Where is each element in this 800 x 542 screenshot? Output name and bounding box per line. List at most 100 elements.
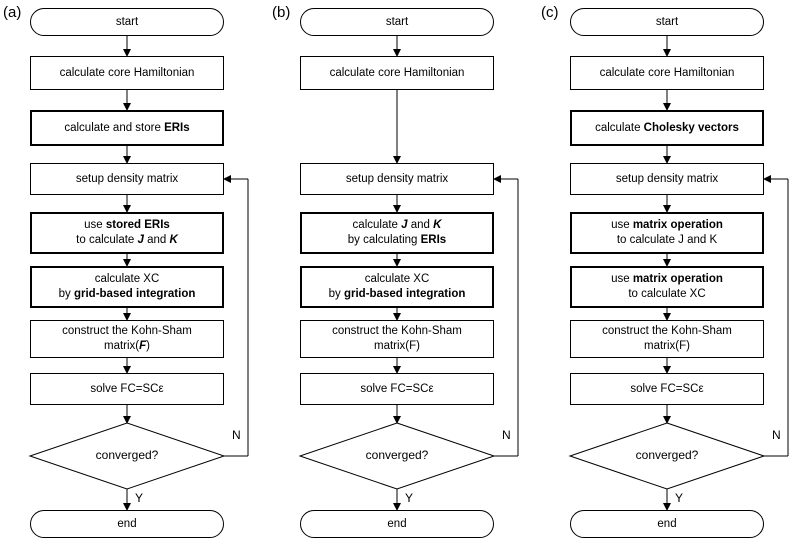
step-text-line: to calculate J and K: [617, 233, 717, 248]
process-step: setup density matrix: [30, 163, 224, 195]
step-text-segment: use: [611, 219, 633, 231]
step-text-line: calculate core Hamiltonian: [600, 66, 735, 81]
step-text-segment: setup density matrix: [75, 172, 179, 185]
step-text-segment: stored ERIs: [105, 219, 170, 231]
step-text-segment: by calculating: [347, 234, 421, 246]
no-branch-label: N: [502, 428, 511, 442]
step-text-segment: construct the Kohn-Sham: [332, 325, 462, 337]
step-text-segment: calculate core Hamiltonian: [329, 66, 465, 79]
step-text-segment: Cholesky vectors: [643, 121, 739, 134]
step-text-line: matrix(F): [644, 339, 690, 354]
step-text-line: construct the Kohn-Sham: [332, 324, 462, 339]
step-text-segment: calculate: [352, 219, 402, 231]
step-text-segment: calculate XC: [364, 273, 430, 285]
end-terminator: end: [30, 510, 224, 538]
step-text-segment: K: [169, 234, 178, 246]
step-text-segment: J: [401, 219, 408, 231]
yes-branch-label: Y: [405, 491, 414, 505]
step-text-segment: ERIs: [420, 234, 447, 246]
process-step: calculate core Hamiltonian: [570, 56, 764, 90]
end-terminator: end: [300, 510, 494, 538]
highlighted-process-step: use matrix operation to calculate J and K: [570, 212, 764, 254]
step-text-line: construct the Kohn-Sham: [602, 324, 732, 339]
process-step: solve FC=SCε: [30, 373, 224, 405]
step-text-line: to calculate J and K: [76, 233, 178, 248]
step-text-segment: matrix(F): [644, 340, 690, 352]
end-terminator: end: [570, 510, 764, 538]
start-terminator: start: [300, 8, 494, 36]
step-text-segment: F: [139, 340, 147, 352]
step-text-line: construct the Kohn-Sham: [62, 324, 192, 339]
process-step: construct the Kohn-Sham matrix(F): [30, 320, 224, 358]
no-branch-label: N: [772, 428, 781, 442]
decision-label: converged?: [365, 448, 429, 462]
step-text-segment: and: [407, 219, 434, 231]
step-text-segment: K: [433, 219, 442, 231]
decision-label: converged?: [635, 448, 699, 462]
step-text-line: calculate Cholesky vectors: [595, 121, 739, 136]
highlighted-process-step: calculate and store ERIs: [30, 110, 224, 146]
step-text-segment: calculate and store: [64, 121, 165, 134]
step-text-line: by grid-based integration: [59, 287, 196, 302]
step-text-line: calculate and store ERIs: [64, 121, 189, 136]
process-step: solve FC=SCε: [300, 373, 494, 405]
step-text-segment: matrix(F): [374, 340, 420, 352]
step-text-line: matrix(F): [374, 339, 420, 354]
process-step: setup density matrix: [300, 163, 494, 195]
step-text-segment: setup density matrix: [345, 172, 449, 185]
step-text-segment: use: [611, 273, 633, 285]
step-text-line: calculate XC: [95, 272, 160, 287]
step-text-line: by grid-based integration: [329, 287, 466, 302]
step-text-line: solve FC=SCε: [630, 382, 703, 397]
step-text-line: solve FC=SCε: [90, 382, 163, 397]
step-text-line: calculate core Hamiltonian: [330, 66, 465, 81]
step-text-segment: calculate: [595, 121, 644, 134]
step-text-segment: matrix operation: [632, 273, 723, 285]
highlighted-process-step: use matrix operation to calculate XC: [570, 266, 764, 308]
highlighted-process-step: calculate Cholesky vectors: [570, 110, 764, 146]
step-text-segment: solve FC=SCε: [360, 382, 434, 395]
highlighted-process-step: calculate XC by grid-based integration: [300, 266, 494, 308]
step-text-segment: calculate XC: [94, 273, 160, 285]
step-text-line: use stored ERIs: [84, 218, 170, 233]
step-text-segment: matrix operation: [632, 219, 723, 231]
step-text-line: matrix(F): [104, 339, 150, 354]
process-step: setup density matrix: [570, 163, 764, 195]
step-text-line: setup density matrix: [616, 172, 718, 187]
yes-branch-label: Y: [135, 491, 144, 505]
step-text-segment: matrix(: [103, 340, 140, 352]
process-step: construct the Kohn-Sham matrix(F): [300, 320, 494, 358]
step-text-line: to calculate XC: [628, 287, 705, 302]
step-text-segment: to calculate XC: [628, 288, 706, 300]
step-text-segment: ): [146, 340, 150, 352]
step-text-segment: construct the Kohn-Sham: [62, 325, 192, 337]
step-text-line: calculate core Hamiltonian: [60, 66, 195, 81]
step-text-line: solve FC=SCε: [360, 382, 433, 397]
yes-branch-label: Y: [675, 491, 684, 505]
start-terminator: start: [30, 8, 224, 36]
start-terminator: start: [570, 8, 764, 36]
step-text-segment: solve FC=SCε: [90, 382, 164, 395]
process-step: calculate core Hamiltonian: [30, 56, 224, 90]
step-text-line: by calculating ERIs: [348, 233, 446, 248]
step-text-line: setup density matrix: [76, 172, 178, 187]
step-text-line: calculate J and K: [353, 218, 442, 233]
panel-label: (b): [272, 4, 291, 21]
step-text-segment: calculate core Hamiltonian: [599, 66, 735, 79]
step-text-line: calculate XC: [365, 272, 430, 287]
step-text-segment: grid-based integration: [343, 288, 466, 300]
step-text-segment: to calculate J and K: [616, 234, 718, 246]
panel-label: (a): [3, 4, 22, 21]
step-text-segment: and: [143, 234, 170, 246]
step-text-segment: ERIs: [164, 121, 190, 134]
step-text-segment: by: [58, 288, 74, 300]
step-text-segment: solve FC=SCε: [630, 382, 704, 395]
step-text-segment: setup density matrix: [615, 172, 719, 185]
highlighted-process-step: calculate XC by grid-based integration: [30, 266, 224, 308]
step-text-segment: by: [328, 288, 344, 300]
